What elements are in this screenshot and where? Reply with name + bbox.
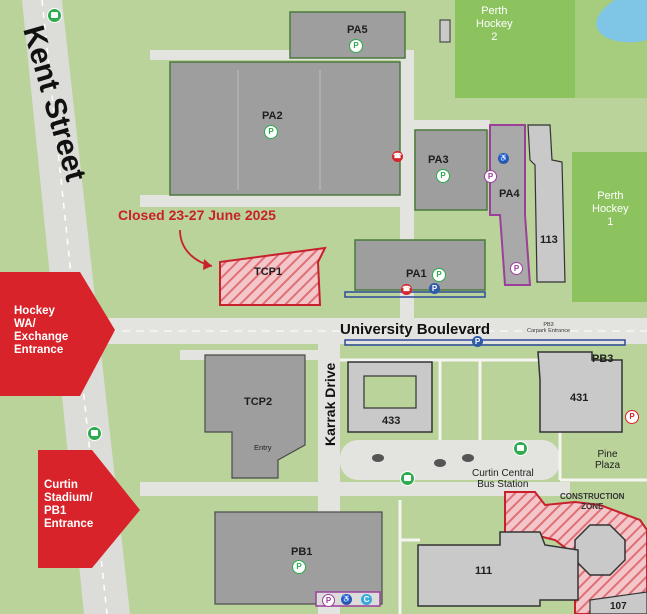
building-111	[417, 531, 579, 607]
pb1-label: PB1	[291, 546, 313, 558]
car-park-pa5	[289, 11, 406, 59]
tcp1-label: TCP1	[254, 266, 283, 278]
parking-icon-pa4-bottom: P	[510, 262, 523, 275]
tcp2-entry-label: Entry	[254, 443, 272, 452]
perth-hockey-1-field	[572, 152, 647, 302]
emergency-phone-icon: ☎	[392, 151, 403, 162]
car-park-pb1	[214, 511, 383, 605]
parking-icon-pa5: P	[349, 39, 363, 53]
parking-icon-pa4-top: P	[484, 170, 497, 183]
parking-icon-blvd-1: P	[429, 283, 440, 294]
pa3-label: PA3	[428, 154, 449, 166]
car-park-tcp2	[204, 354, 306, 479]
building-107	[589, 591, 647, 614]
pa2-label: PA2	[262, 110, 283, 122]
construction-zone-label: CONSTRUCTION ZONE	[560, 492, 625, 511]
parking-icon-pa1: P	[432, 268, 446, 282]
tcp1-closed-notice: Closed 23-27 June 2025	[118, 207, 276, 223]
perth-hockey-2-label: Perth Hockey 2	[476, 5, 513, 43]
pb3-label: PB3	[592, 353, 614, 365]
car-park-pa1	[354, 239, 486, 291]
bus-station-label: Curtin Central Bus Station	[472, 468, 534, 490]
car-park-pa3	[414, 129, 488, 211]
university-boulevard-label: University Boulevard	[340, 321, 491, 338]
bus-icon	[400, 471, 415, 486]
pa4-label: PA4	[499, 188, 520, 200]
tcp2-label: TCP2	[244, 396, 273, 408]
accessible-icon: ♿	[498, 153, 509, 164]
building-431	[537, 351, 623, 433]
parking-icon-pb1-bay: P	[322, 594, 335, 607]
bus-icon	[513, 441, 528, 456]
hockey-wa-entrance-arrow	[0, 272, 115, 396]
pa1-label: PA1	[406, 268, 427, 280]
ev-charging-icon: C	[361, 594, 372, 605]
perth-hockey-2-field	[455, 0, 575, 98]
building-113	[527, 124, 566, 283]
pine-plaza-label: Pine Plaza	[595, 449, 621, 471]
building-431-label: 431	[570, 392, 589, 404]
building-107-label: 107	[610, 601, 627, 612]
building-433-label: 433	[382, 415, 401, 427]
pb3-carpark-entrance-label: PB3 Carpark Entrance	[527, 322, 571, 334]
parking-icon-pa2: P	[264, 125, 278, 139]
car-park-tcp1	[219, 246, 327, 306]
perth-hockey-1-label: Perth Hockey 1	[592, 190, 629, 228]
car-park-pa4	[489, 124, 532, 286]
curtin-stadium-entrance-label: Curtin Stadium/ PB1 Entrance	[44, 479, 94, 530]
pond	[596, 0, 647, 43]
parking-icon-pa3: P	[436, 169, 450, 183]
building-111-label: 111	[475, 565, 493, 577]
karrak-drive-label: Karrak Drive	[322, 362, 338, 446]
building-113-label: 113	[540, 234, 558, 246]
parking-icon-blvd-2: P	[472, 336, 483, 347]
bus-icon	[47, 8, 62, 23]
pa5-label: PA5	[347, 24, 368, 36]
car-park-pa2	[169, 61, 401, 196]
curtin-stadium-entrance-arrow	[38, 450, 140, 568]
hockey-wa-entrance-label: Hockey WA/ Exchange Entrance	[14, 305, 69, 356]
parking-icon-pb1: P	[292, 560, 306, 574]
bus-icon	[87, 426, 102, 441]
parking-icon-pine-plaza: P	[625, 410, 639, 424]
emergency-phone-icon: ☎	[401, 284, 412, 295]
accessible-icon: ♿	[341, 594, 352, 605]
